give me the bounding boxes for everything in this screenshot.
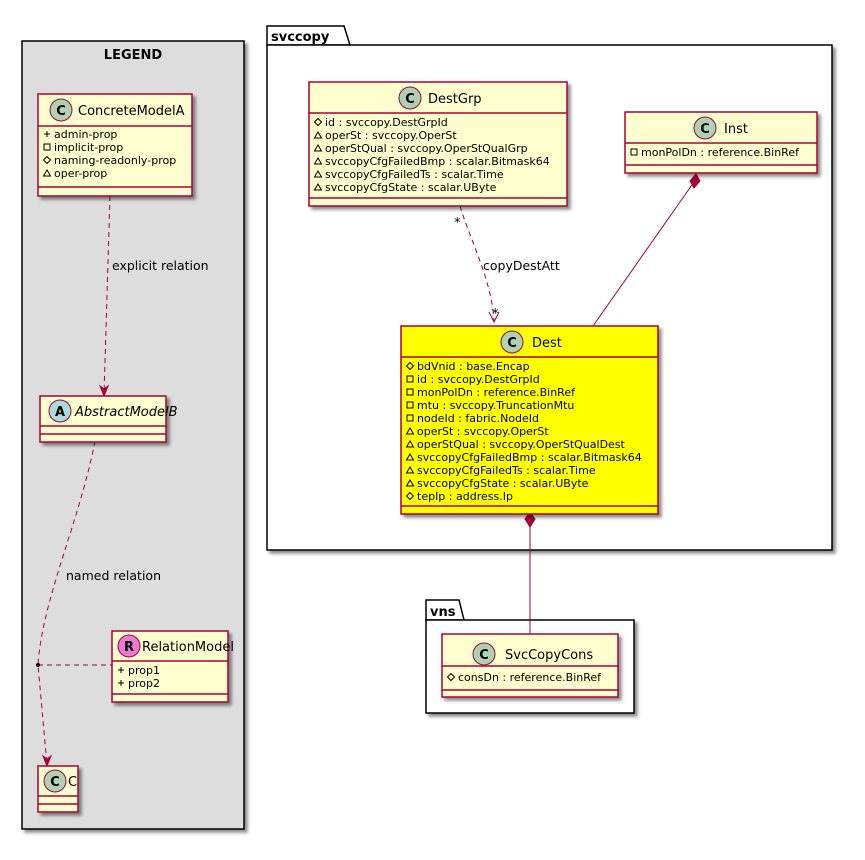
property-text: svccopyCfgFailedTs : scalar.Time xyxy=(417,464,596,477)
property-text: monPolDn : reference.BinRef xyxy=(417,386,576,399)
public-visibility-icon xyxy=(44,131,50,137)
abstractmodelb-name: AbstractModelB xyxy=(74,405,178,420)
package-svccopy-label: svccopy xyxy=(271,30,330,45)
svccopycons-stereotype-icon: C xyxy=(479,648,489,663)
private-visibility-icon xyxy=(406,388,414,396)
property-text: bdVnid : base.Encap xyxy=(417,360,530,373)
inst-name: Inst xyxy=(724,122,748,137)
destgrp-name: DestGrp xyxy=(428,92,482,107)
edge-explicit-relation: explicit relation xyxy=(98,195,209,398)
package-visibility-icon xyxy=(313,144,323,152)
private-visibility-icon xyxy=(630,148,638,156)
edge-named-relation: named relation xyxy=(36,440,161,768)
package-vns-label: vns xyxy=(430,605,456,620)
property-text: prop2 xyxy=(128,677,160,690)
c-name: C xyxy=(68,775,77,790)
property-text: svccopyCfgState : scalar.UByte xyxy=(417,477,589,490)
abstractmodelb-stereotype-icon: A xyxy=(55,405,65,420)
property-text: id : svccopy.DestGrpId xyxy=(417,373,540,386)
dest-stereotype-icon: C xyxy=(507,336,517,351)
private-visibility-icon xyxy=(406,414,414,422)
public-visibility-icon xyxy=(118,680,124,686)
inst-props: monPolDn : reference.BinRef xyxy=(630,146,800,159)
property-text: implicit-prop xyxy=(54,141,123,154)
c-stereotype-icon: C xyxy=(50,775,60,790)
class-concretemodela: C ConcreteModelA admin-propimplicit-prop… xyxy=(37,93,193,197)
property-text: svccopyCfgFailedTs : scalar.Time xyxy=(325,168,504,181)
package-visibility-icon xyxy=(313,183,323,191)
inst-stereotype-icon: C xyxy=(700,122,710,137)
protected-visibility-icon xyxy=(405,491,415,501)
protected-visibility-icon xyxy=(313,117,323,127)
edge-copy-dest-att: copyDestAtt * * xyxy=(454,205,560,324)
protected-visibility-icon xyxy=(405,361,415,371)
protected-visibility-icon xyxy=(42,155,52,165)
public-visibility-icon xyxy=(118,667,124,673)
property-text: consDn : reference.BinRef xyxy=(458,671,602,684)
property-text: oper-prop xyxy=(54,167,107,180)
concretemodela-name: ConcreteModelA xyxy=(78,104,185,119)
class-inst: C Inst monPolDn : reference.BinRef xyxy=(624,111,818,174)
concretemodela-stereotype-icon: C xyxy=(56,104,66,119)
copy-dest-att-label: copyDestAtt xyxy=(483,258,560,273)
relationmodel-name: RelationModel xyxy=(142,640,234,655)
property-text: operStQual : svccopy.OperStQualDest xyxy=(417,438,626,451)
property-text: mtu : svccopy.TruncationMtu xyxy=(417,399,574,412)
property-text: svccopyCfgFailedBmp : scalar.Bitmask64 xyxy=(325,155,550,168)
legend-title: LEGEND xyxy=(104,48,163,63)
named-relation-label: named relation xyxy=(66,568,161,583)
explicit-relation-label: explicit relation xyxy=(112,258,209,273)
property-text: prop1 xyxy=(128,664,160,677)
copy-dest-att-src-mult: * xyxy=(454,216,461,231)
property-text: id : svccopy.DestGrpId xyxy=(325,116,448,129)
private-visibility-icon xyxy=(43,143,51,151)
destgrp-stereotype-icon: C xyxy=(405,92,415,107)
property-text: operStQual : svccopy.OperStQualGrp xyxy=(325,142,528,155)
relation-junction-dot xyxy=(36,663,40,667)
package-visibility-icon xyxy=(313,170,323,178)
package-visibility-icon xyxy=(405,466,415,474)
property-text: operSt : svccopy.OperSt xyxy=(325,129,457,142)
class-svccopycons: C SvcCopyCons consDn : reference.BinRef xyxy=(441,633,619,698)
private-visibility-icon xyxy=(406,401,414,409)
class-abstractmodelb: A AbstractModelB xyxy=(39,395,178,443)
property-text: tepIp : address.Ip xyxy=(417,490,513,503)
property-text: naming-readonly-prop xyxy=(54,154,176,167)
package-visibility-icon xyxy=(405,479,415,487)
package-visibility-icon xyxy=(313,131,323,139)
concretemodela-props: admin-propimplicit-propnaming-readonly-p… xyxy=(42,128,176,180)
relationmodel-stereotype-icon: R xyxy=(124,640,134,655)
property-text: monPolDn : reference.BinRef xyxy=(641,146,800,159)
svccopycons-name: SvcCopyCons xyxy=(505,648,593,663)
edge-dest-svccopycons-composition xyxy=(524,511,536,634)
copy-dest-att-dst-mult: * xyxy=(492,307,499,322)
edge-inst-dest-composition xyxy=(592,173,701,327)
protected-visibility-icon xyxy=(446,672,456,682)
property-text: operSt : svccopy.OperSt xyxy=(417,425,549,438)
private-visibility-icon xyxy=(406,375,414,383)
package-visibility-icon xyxy=(405,440,415,448)
property-text: svccopyCfgFailedBmp : scalar.Bitmask64 xyxy=(417,451,642,464)
property-text: admin-prop xyxy=(54,128,117,141)
dest-name: Dest xyxy=(532,336,562,351)
property-text: svccopyCfgState : scalar.UByte xyxy=(325,181,497,194)
property-text: nodeId : fabric.NodeId xyxy=(417,412,539,425)
package-visibility-icon xyxy=(405,427,415,435)
svccopycons-props: consDn : reference.BinRef xyxy=(446,671,602,684)
package-visibility-icon xyxy=(42,169,52,177)
package-visibility-icon xyxy=(313,157,323,165)
package-visibility-icon xyxy=(405,453,415,461)
class-c: C C xyxy=(37,765,79,813)
